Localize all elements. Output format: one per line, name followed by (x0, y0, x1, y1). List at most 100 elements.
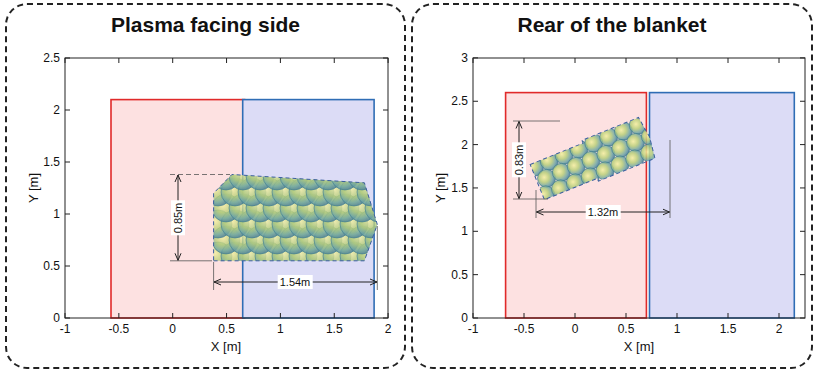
tick-mark (65, 58, 66, 63)
tick-mark (65, 110, 70, 111)
tick-mark (473, 231, 478, 232)
tick-label: 3 (461, 51, 468, 65)
dimension-label: 0.85m (171, 201, 185, 236)
tick-mark (677, 58, 678, 63)
tick-label: 0 (461, 311, 468, 325)
red-region (111, 100, 245, 318)
tick-label: 1 (277, 322, 284, 336)
tick-label: 0.5 (451, 268, 468, 282)
tick-mark (626, 58, 627, 63)
tick-label: 1 (53, 207, 60, 221)
cluster-outline (529, 116, 658, 202)
panel-title: Plasma facing side (7, 13, 404, 37)
tick-label: 1.5 (43, 155, 60, 169)
tick-mark (524, 58, 525, 63)
axis-title: Y [m] (27, 173, 41, 203)
tick-mark (388, 313, 389, 318)
tick-mark (172, 58, 173, 63)
tick-mark (800, 231, 805, 232)
blue-region (650, 93, 795, 318)
tick-mark (473, 57, 478, 58)
right-plot (473, 58, 805, 318)
panel-box: Plasma facing side (5, 3, 406, 369)
tick-mark (388, 58, 389, 63)
panel-title: Rear of the blanket (413, 13, 811, 37)
tick-label: 1.5 (451, 181, 468, 195)
left-plot (65, 58, 393, 318)
tick-label: 0.5 (43, 259, 60, 273)
tick-mark (800, 274, 805, 275)
tick-label: 1.5 (720, 322, 737, 336)
dimension-label: 0.83m (512, 143, 526, 178)
tick-mark (383, 58, 388, 59)
tick-mark (626, 313, 627, 318)
dimension-label: 1.54m (278, 275, 313, 289)
tick-label: 2.5 (43, 51, 60, 65)
tick-label: 0 (53, 311, 60, 325)
tick-mark (728, 58, 729, 63)
tick-label: 1 (674, 322, 681, 336)
tick-label: 2 (461, 138, 468, 152)
tick-mark (334, 58, 335, 63)
tick-mark (280, 58, 281, 63)
tick-label: 0 (169, 322, 176, 336)
red-region (506, 93, 647, 318)
tick-mark (800, 101, 805, 102)
tick-label: 0 (572, 322, 579, 336)
tick-mark (65, 313, 66, 318)
tick-mark (524, 313, 525, 318)
tick-mark (383, 110, 388, 111)
tick-label: 2.5 (451, 94, 468, 108)
tick-mark (473, 144, 478, 145)
tick-mark (383, 266, 388, 267)
axis-title: Y [m] (434, 173, 448, 203)
tick-mark (728, 313, 729, 318)
tick-label: 1.5 (326, 322, 343, 336)
pebble-circle (348, 162, 376, 190)
pebble-circle (365, 162, 393, 190)
tick-mark (65, 318, 70, 319)
cluster-outline (214, 175, 378, 261)
dimension-label: 1.32m (586, 205, 621, 219)
tick-mark (383, 162, 388, 163)
tick-mark (118, 313, 119, 318)
tick-mark (473, 274, 478, 275)
tick-mark (800, 144, 805, 145)
tick-mark (65, 266, 70, 267)
tick-mark (65, 58, 70, 59)
pebble-circle (357, 178, 385, 206)
tick-label: 1 (461, 224, 468, 238)
axis-title: X [m] (624, 340, 654, 354)
tick-mark (172, 313, 173, 318)
tick-mark (383, 214, 388, 215)
axis-title: X [m] (211, 340, 241, 354)
tick-mark (473, 187, 478, 188)
tick-mark (473, 313, 474, 318)
tick-label: 0.5 (618, 322, 635, 336)
tick-mark (575, 58, 576, 63)
tick-mark (280, 313, 281, 318)
tick-mark (779, 58, 780, 63)
tick-mark (473, 101, 478, 102)
tick-mark (334, 313, 335, 318)
tick-mark (383, 318, 388, 319)
tick-mark (800, 57, 805, 58)
tick-label: 0.5 (218, 322, 235, 336)
tick-label: -1 (60, 322, 71, 336)
tick-mark (65, 162, 70, 163)
tick-mark (779, 313, 780, 318)
tick-label: -0.5 (514, 322, 535, 336)
pebble-circle (365, 194, 393, 222)
tick-label: 2 (53, 103, 60, 117)
tick-mark (226, 313, 227, 318)
tick-mark (677, 313, 678, 318)
tick-mark (800, 318, 805, 319)
tick-label: -0.5 (109, 322, 130, 336)
tick-mark (65, 214, 70, 215)
tick-mark (473, 318, 478, 319)
tick-label: 2 (385, 322, 392, 336)
tick-mark (118, 58, 119, 63)
tick-mark (473, 58, 474, 63)
tick-mark (800, 187, 805, 188)
